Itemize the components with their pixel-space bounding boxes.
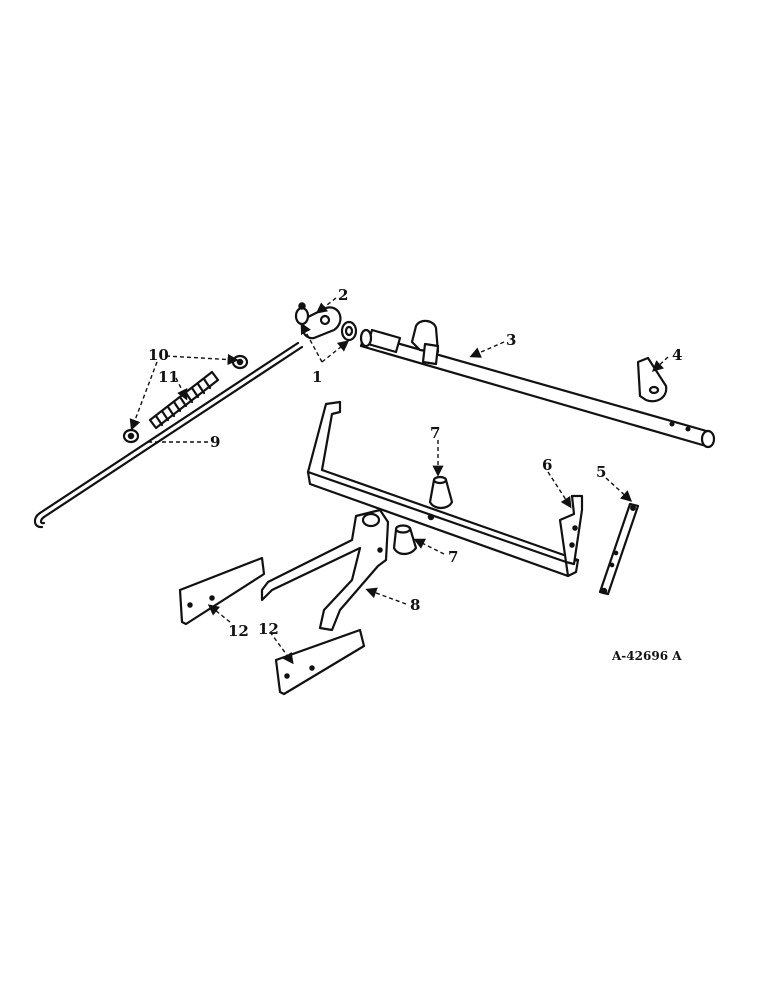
leader-lines bbox=[129, 297, 669, 665]
callout-6: 6 bbox=[542, 456, 552, 474]
part-6-frame bbox=[306, 400, 584, 578]
part-10-clip-lower bbox=[122, 428, 140, 444]
callout-labels: 1 2 3 4 5 6 7 7 8 9 10 11 12 12 A-42696 … bbox=[148, 286, 682, 663]
callout-12-lower: 12 bbox=[258, 620, 279, 638]
callout-2: 2 bbox=[338, 286, 348, 304]
callout-7-upper: 7 bbox=[430, 424, 440, 442]
part-4-plate bbox=[636, 356, 668, 403]
callout-12-upper: 12 bbox=[228, 622, 249, 640]
callout-9: 9 bbox=[210, 433, 220, 451]
callout-5: 5 bbox=[596, 463, 606, 481]
part-7-bumper-lower bbox=[392, 524, 418, 556]
reference-code: A-42696 A bbox=[611, 649, 682, 663]
callout-11: 11 bbox=[158, 368, 179, 386]
callout-7-lower: 7 bbox=[448, 548, 458, 566]
callout-3: 3 bbox=[506, 331, 516, 349]
part-1-fitting bbox=[340, 320, 358, 342]
part-8-yoke bbox=[260, 508, 390, 632]
part-2-bracket bbox=[294, 302, 342, 340]
part-7-bumper-upper bbox=[428, 475, 454, 510]
part-12-plate-lower bbox=[274, 628, 366, 696]
part-5-link bbox=[598, 502, 640, 596]
callout-1: 1 bbox=[312, 368, 322, 386]
part-10-clip-upper bbox=[231, 354, 249, 370]
callout-8: 8 bbox=[410, 596, 420, 614]
part-9-rod bbox=[33, 341, 304, 529]
callout-4: 4 bbox=[672, 346, 682, 364]
part-3-shaft bbox=[359, 319, 716, 449]
callout-10: 10 bbox=[148, 346, 169, 364]
part-12-plate-upper bbox=[178, 556, 266, 626]
